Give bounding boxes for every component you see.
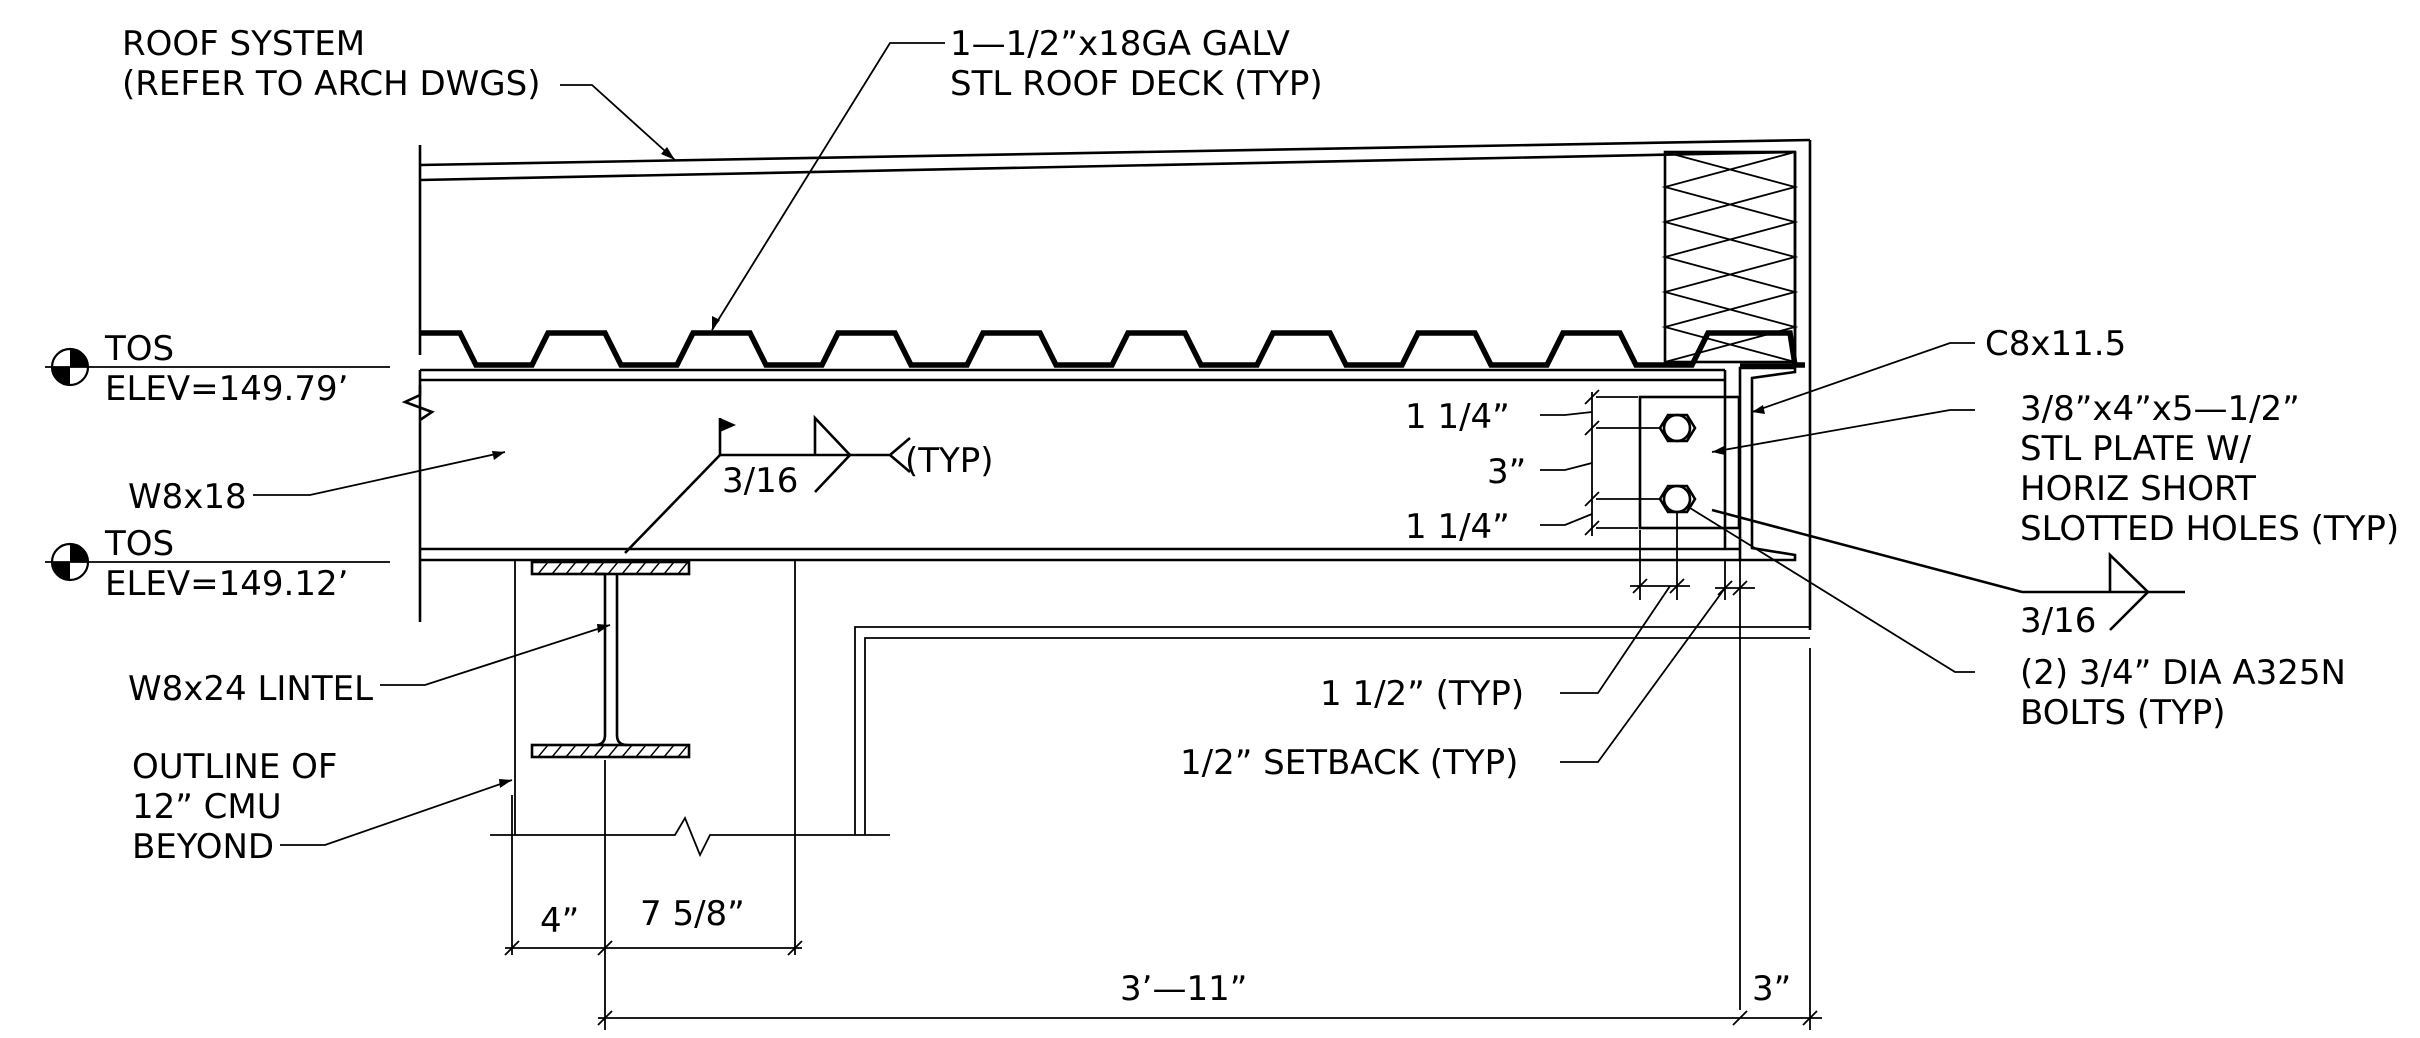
- weld-size-main: 3/16: [722, 461, 798, 501]
- note-roof-deck-2: STL ROOF DECK (TYP): [950, 64, 1323, 104]
- note-bolts-1: (2) 3/4” DIA A325N: [2020, 653, 2346, 693]
- note-plate-3: HORIZ SHORT: [2020, 469, 2256, 509]
- note-plate-4: SLOTTED HOLES (TYP): [2020, 509, 2399, 549]
- flange-hatch: [649, 561, 661, 575]
- weld-size-plate: 3/16: [2020, 601, 2096, 641]
- note-roof-deck-1: 1—1/2”x18GA GALV: [950, 24, 1290, 64]
- note-setback: 1/2” SETBACK (TYP): [1180, 743, 1518, 783]
- bolt-upper: [1658, 413, 1697, 443]
- note-cmu-2: 12” CMU: [132, 787, 282, 827]
- flange-hatch: [607, 744, 619, 758]
- flange-hatch: [565, 561, 577, 575]
- w8x24-lintel: [530, 560, 691, 759]
- note-cmu-3: BEYOND: [132, 827, 274, 867]
- dim-bolt-edge-bottom: 1 1/4”: [1405, 507, 1510, 547]
- flange-hatch: [551, 561, 563, 575]
- flange-hatch: [621, 744, 633, 758]
- flange-hatch: [593, 744, 605, 758]
- weld-symbol-plate: [1711, 508, 2185, 631]
- bottom-dimension-lines: [504, 648, 1822, 1030]
- flange-hatch: [579, 561, 591, 575]
- edge-setback-dimension-lines: [1630, 512, 1755, 600]
- flange-hatch: [677, 744, 689, 758]
- note-w8x24-lintel: W8x24 LINTEL: [128, 669, 373, 709]
- flange-hatch: [579, 744, 591, 758]
- flange-hatch: [565, 744, 577, 758]
- elevation-top-value: ELEV=149.79’: [105, 369, 348, 409]
- rigid-insulation: [1661, 150, 1799, 364]
- note-edge-distance: 1 1/2” (TYP): [1320, 674, 1524, 714]
- w8x18-beam: [401, 368, 1740, 562]
- c8-channel: [1738, 363, 1797, 562]
- flange-hatch: [537, 561, 549, 575]
- leader-arrowheads: [492, 147, 1765, 788]
- break-line: [401, 385, 435, 422]
- flange-hatch: [663, 561, 675, 575]
- bolt-lower: [1658, 484, 1697, 514]
- dim-bolt-spacing: 3”: [1487, 452, 1526, 492]
- elevation-bottom-label: TOS: [104, 524, 174, 564]
- dim-bolt-edge-top: 1 1/4”: [1405, 397, 1510, 437]
- note-w8x18: W8x18: [128, 477, 247, 517]
- shear-plate: [1638, 395, 1741, 530]
- cmu-outline: [490, 560, 1810, 1010]
- flange-hatch: [551, 744, 563, 758]
- roof-system-outline: [418, 138, 1812, 630]
- flange-hatch: [663, 744, 675, 758]
- note-cmu-1: OUTLINE OF: [132, 747, 337, 787]
- note-roof-system-2: (REFER TO ARCH DWGS): [122, 64, 540, 104]
- dim-cmu-half: 7 5/8”: [640, 894, 745, 934]
- note-plate-1: 3/8”x4”x5—1/2”: [2020, 389, 2300, 429]
- note-plate-2: STL PLATE W/: [2020, 429, 2252, 469]
- dim-overall: 3’—11”: [1120, 969, 1247, 1009]
- flange-hatch: [635, 561, 647, 575]
- flange-hatch: [607, 561, 619, 575]
- bolt-dimension-lines: [1540, 389, 1660, 536]
- elevation-target-top: [45, 347, 390, 387]
- note-bolts-2: BOLTS (TYP): [2020, 693, 2225, 733]
- elevation-top-label: TOS: [104, 329, 174, 369]
- flange-hatch: [635, 744, 647, 758]
- elevation-target-bottom: [45, 542, 390, 582]
- flange-hatch: [621, 561, 633, 575]
- weld-note-typ: (TYP): [905, 441, 994, 481]
- note-roof-system-1: ROOF SYSTEM: [122, 24, 365, 64]
- flange-hatch: [537, 744, 549, 758]
- dim-cmu-offset: 4”: [540, 901, 579, 941]
- dim-end: 3”: [1752, 969, 1791, 1009]
- flange-hatch: [593, 561, 605, 575]
- note-c8-channel: C8x11.5: [1985, 324, 2126, 364]
- weld-symbol-main: [624, 414, 911, 554]
- flange-hatch: [649, 744, 661, 758]
- flange-hatch: [677, 561, 689, 575]
- elevation-bottom-value: ELEV=149.12’: [105, 564, 348, 604]
- leader-lines: [253, 42, 1975, 846]
- roof-deck-profile: [420, 330, 1805, 368]
